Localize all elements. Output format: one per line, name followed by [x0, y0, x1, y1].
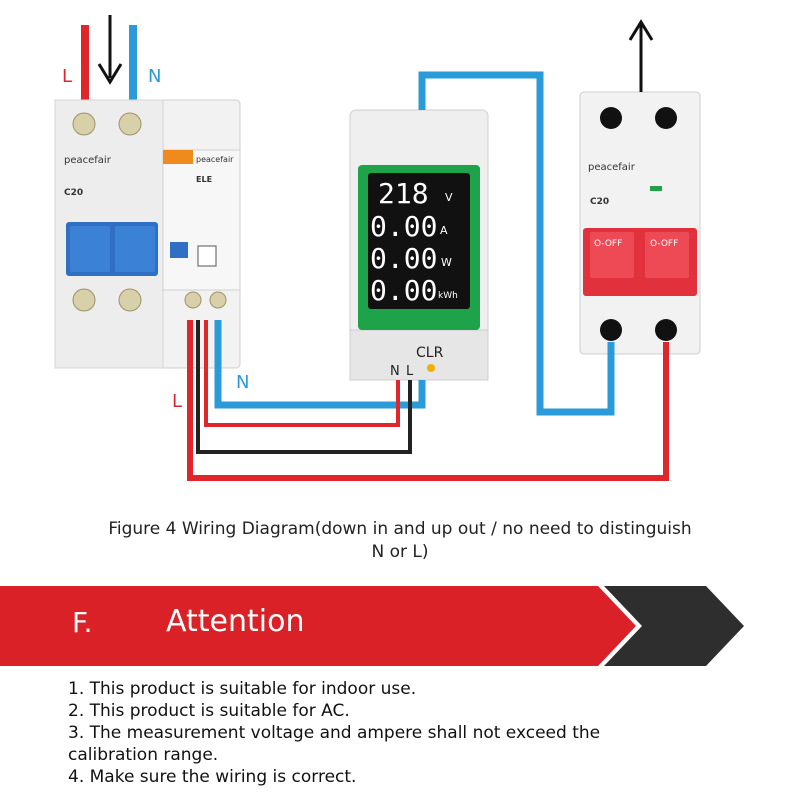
section-letter: F.: [72, 606, 93, 639]
attention-item: 4. Make sure the wiring is correct.: [68, 767, 357, 787]
meter-current-unit: A: [440, 224, 448, 237]
figure-caption-line-1: Figure 4 Wiring Diagram(down in and up o…: [108, 519, 692, 539]
output-live-label: L: [172, 391, 182, 412]
attention-item: 3. The measurement voltage and ampere sh…: [68, 723, 601, 743]
live-wire-to-meter: [204, 320, 400, 427]
meter-terminal-l: L: [406, 364, 414, 379]
meter-current-value: 0.00: [370, 210, 437, 243]
earth-wire-to-meter: [196, 320, 412, 454]
meter-voltage-unit: V: [445, 191, 453, 204]
meter-energy-unit: kWh: [438, 291, 458, 301]
section-title: Attention: [166, 604, 305, 639]
live-wire-to-right-breaker: [187, 320, 669, 481]
right-breaker-switch-right: O-OFF: [650, 239, 678, 249]
left-breaker-sub-brand: peacefair: [196, 155, 234, 164]
down-arrow-icon: [97, 15, 123, 85]
wiring-diagram: L N peacefair C20 peacefair ELE 218 V 0.…: [54, 15, 701, 481]
section-banner: [0, 586, 744, 666]
input-neutral-label: N: [148, 66, 161, 87]
meter-clr-label: CLR: [416, 345, 444, 361]
meter-voltage-value: 218: [378, 177, 429, 210]
left-breaker-model: C20: [64, 188, 83, 198]
right-breaker-model: C20: [590, 197, 609, 207]
attention-item: 1. This product is suitable for indoor u…: [68, 679, 417, 699]
output-neutral-label: N: [236, 372, 249, 393]
meter-power-unit: W: [441, 256, 452, 269]
right-breaker: peacefair C20 O-OFF O-OFF: [579, 91, 701, 355]
input-live-label: L: [62, 66, 72, 87]
banner-red-band: [0, 586, 636, 666]
left-breaker-sub-model: ELE: [196, 175, 212, 184]
neutral-wire-to-meter: [214, 320, 426, 409]
neutral-wire-to-right-breaker: [418, 71, 615, 416]
left-breaker-brand: peacefair: [64, 155, 112, 166]
right-breaker-switch-left: O-OFF: [594, 239, 622, 249]
left-breaker: peacefair C20 peacefair ELE: [54, 99, 241, 369]
figure-caption-line-2: N or L): [371, 542, 429, 562]
banner-dark-chevron: [604, 586, 744, 666]
meter-power-value: 0.00: [370, 242, 437, 275]
meter-terminal-n: N: [390, 364, 400, 379]
meter-energy-value: 0.00: [370, 274, 437, 307]
attention-item: 2. This product is suitable for AC.: [68, 701, 350, 721]
clr-button: [427, 364, 435, 372]
energy-meter: 218 V 0.00 A 0.00 W 0.00 kWh CLR N L: [349, 109, 489, 381]
up-arrow-icon: [628, 19, 654, 92]
attention-item: calibration range.: [68, 745, 219, 765]
attention-list: 1. This product is suitable for indoor u…: [68, 678, 768, 788]
right-breaker-brand: peacefair: [588, 162, 636, 173]
